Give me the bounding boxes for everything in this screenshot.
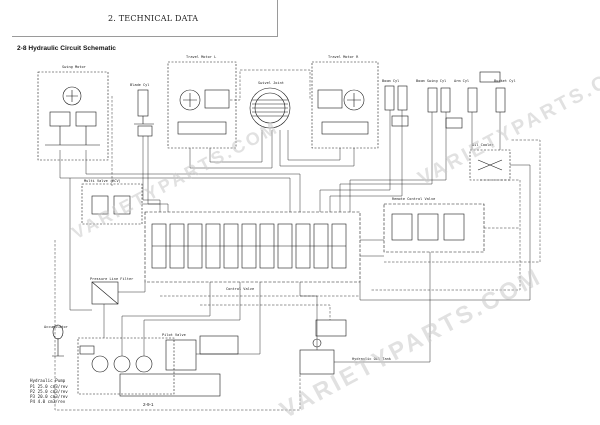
label-arm-cyl: Arm Cyl (454, 79, 469, 83)
label-control-valve: Control Valve (226, 287, 254, 291)
pump-spec-4: P4 4.0 cm3/rev (30, 399, 66, 404)
page-number: 2-9-1 (143, 402, 154, 407)
pump-block (52, 324, 175, 395)
header-box: 2. TECHNICAL DATA (12, 0, 278, 37)
label-blade-cyl: Blade Cyl (130, 83, 149, 87)
label-swivel-joint: Swivel Joint (258, 81, 284, 85)
pilot-lines (54, 69, 541, 411)
pump-spec-3: P3 20.0 cm3/rev (30, 394, 68, 399)
label-pilot-valve: Pilot Valve (162, 333, 186, 337)
label-bucket-cyl: Bucket Cyl (494, 79, 516, 83)
header-title: 2. TECHNICAL DATA (108, 14, 199, 23)
label-remote-control-valve: Remote Control Valve (392, 197, 435, 201)
label-hydraulic-pump: Hydraulic Pump (30, 378, 66, 383)
label-pressure-filter: Pressure Line Filter (90, 277, 134, 281)
label-multi-valve: Multi Valve (RCV) (84, 179, 121, 183)
swivel-joint-block (249, 87, 291, 129)
pump-spec-1: P1 25.0 cm3/rev (30, 384, 68, 389)
pressure-filter-block (91, 281, 119, 305)
label-swing-motor: Swing Motor (62, 65, 87, 69)
label-travel-motor-left: Travel Motor L (186, 55, 216, 59)
control-valve-block (144, 211, 361, 283)
section-title: 2-8 Hydraulic Circuit Schematic (17, 45, 116, 52)
travel-motor-right-block (311, 61, 379, 149)
cylinders-block (384, 71, 506, 129)
pump-spec-2: P2 25.0 cm3/rev (30, 389, 68, 394)
blade-cyl-block (134, 89, 154, 137)
swing-motor-block (37, 71, 109, 161)
label-boom-swing-cyl: Boom Swing Cyl (416, 79, 446, 83)
hydraulic-lines (59, 110, 531, 363)
label-travel-motor-right: Travel Motor R (328, 55, 359, 59)
label-accumulator: Accumulator (44, 325, 69, 329)
pilot-valve-block (165, 335, 239, 371)
rcv-block (383, 203, 485, 253)
travel-motor-left-block (167, 61, 237, 149)
label-boom-cyl: Boom Cyl (382, 79, 399, 83)
oil-cooler-block (469, 149, 511, 181)
label-hydraulic-oil-tank: Hydraulic Oil Tank (352, 357, 392, 361)
label-oil-cooler: Oil Cooler (472, 143, 494, 147)
